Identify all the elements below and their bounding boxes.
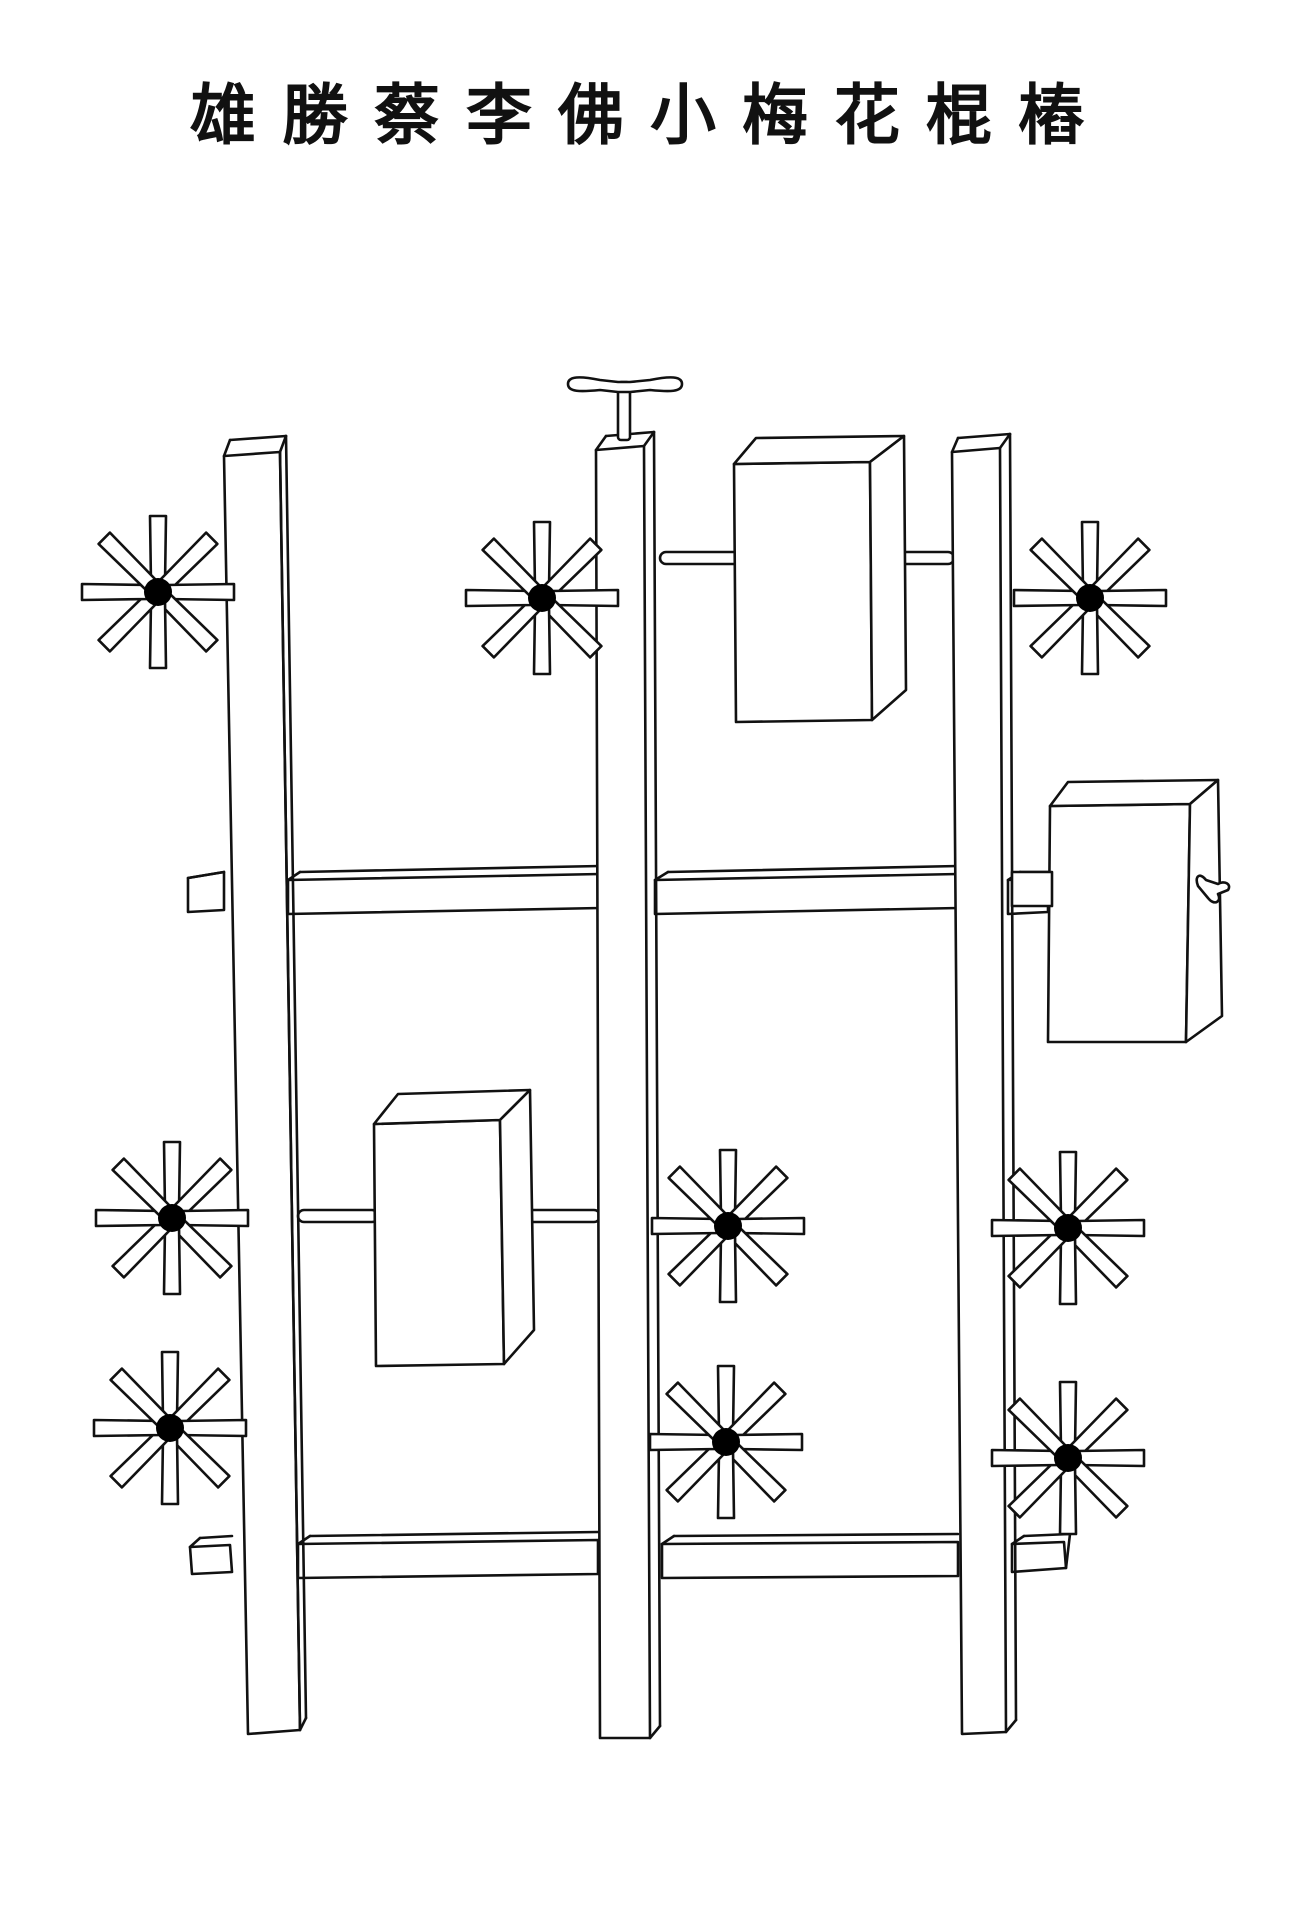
box-right xyxy=(1010,778,1224,1044)
spoke-wheel-icon xyxy=(990,1380,1146,1536)
box-lower xyxy=(372,1088,536,1368)
spoke-wheel-icon xyxy=(80,514,236,670)
spoke-wheel-icon xyxy=(650,1148,806,1304)
spoke-wheel-icon xyxy=(464,520,620,676)
page-title: 雄勝蔡李佛小梅花棍樁 xyxy=(190,77,1110,154)
box-upper xyxy=(732,434,908,724)
post-left xyxy=(222,434,308,1736)
post-center xyxy=(594,430,662,1740)
post-right xyxy=(950,432,1018,1736)
spoke-wheel-icon xyxy=(1012,520,1168,676)
t-handle-icon xyxy=(566,376,684,442)
spoke-wheel-icon xyxy=(648,1364,804,1520)
spoke-wheel-icon xyxy=(94,1140,250,1296)
spoke-wheel-icon xyxy=(990,1150,1146,1306)
spoke-wheel-icon xyxy=(92,1350,248,1506)
lower-crossbar xyxy=(188,1530,1072,1580)
wing-nut-icon xyxy=(1195,874,1231,904)
